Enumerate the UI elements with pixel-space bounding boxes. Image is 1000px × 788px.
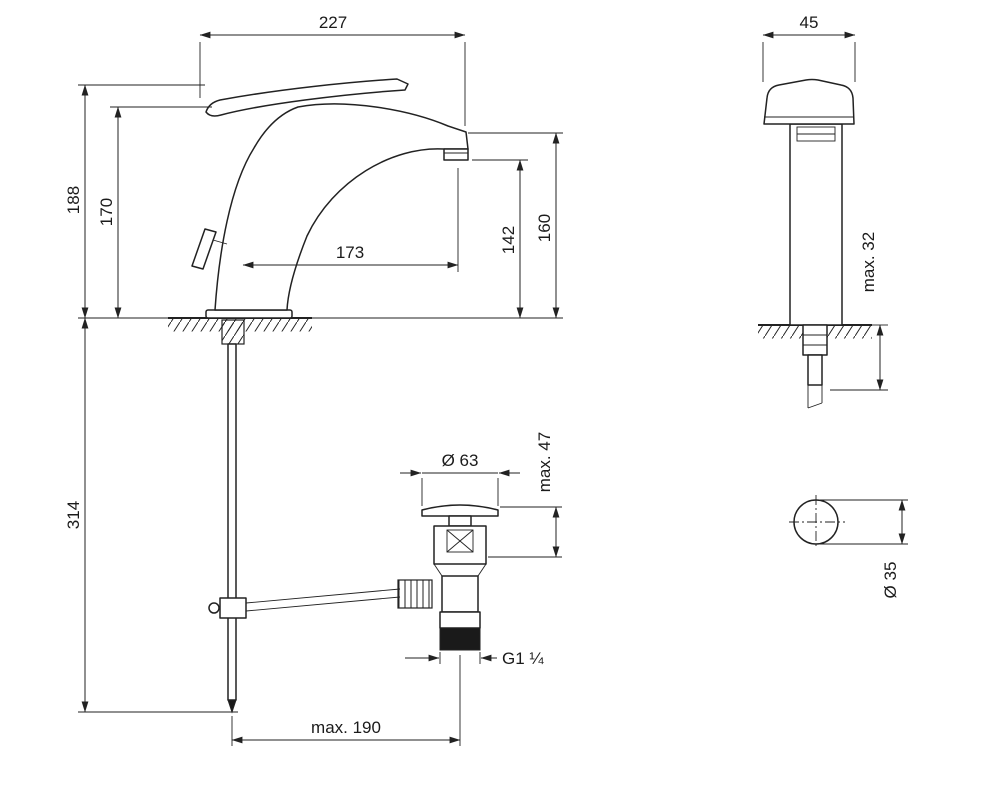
rod-clamp (219, 597, 247, 619)
dim-label-deck-thickness-max: max. 32 (859, 232, 878, 292)
popup-waste-assembly (397, 504, 499, 746)
dim-label-overall-width: 227 (319, 13, 347, 32)
dim-rod-reach-max: max. 190 (231, 716, 461, 746)
clamp-screw (208, 602, 220, 614)
dim-label-overall-height: 188 (64, 186, 83, 214)
dim-overall-width: 227 (199, 13, 466, 126)
linkage-rod-bottom (245, 596, 401, 612)
dim-drain-cap-diameter: Ø 63 (400, 451, 520, 506)
dim-spout-height: 160 (468, 132, 563, 319)
dim-deck-thickness-max: max. 32 (830, 232, 888, 391)
side-shank (807, 354, 823, 386)
dim-label-drain-pipe-diameter: Ø 35 (881, 562, 900, 599)
waste-window (446, 529, 474, 553)
dim-outlet-height: 142 (472, 159, 528, 319)
dim-drain-height-max: max. 47 (488, 432, 562, 558)
popup-rod-knob (191, 228, 217, 270)
side-body (789, 123, 843, 326)
pull-rod-tip (227, 699, 237, 714)
pull-rod (227, 343, 237, 701)
dim-body-height: 170 (97, 106, 212, 319)
waste-cap (421, 504, 499, 517)
dim-drain-pipe-diameter: Ø 35 (820, 499, 908, 599)
waste-outlet (439, 611, 481, 629)
faucet-side-view: 45 max. 32 Ø 35 (758, 13, 908, 598)
dim-label-outlet-height: 142 (499, 226, 518, 254)
waste-thread-section (439, 627, 481, 651)
faucet-side-body (763, 78, 855, 326)
waste-mid-body (441, 575, 479, 613)
dim-label-body-height: 170 (97, 198, 116, 226)
dim-spout-reach: 173 (242, 168, 459, 272)
dim-label-drain-height-max: max. 47 (535, 432, 554, 492)
dim-label-spout-reach: 173 (336, 243, 364, 262)
under-counter-parts (208, 319, 401, 714)
dim-label-rod-length: 314 (64, 501, 83, 529)
aerator (443, 148, 469, 161)
waste-upper-body (433, 525, 487, 565)
side-under-counter (802, 324, 828, 409)
faucet-body (191, 78, 469, 319)
dim-label-drain-thread: G1 ¼ (502, 649, 544, 668)
dim-body-width: 45 (762, 13, 856, 82)
base-flange (205, 309, 293, 319)
dim-label-spout-height: 160 (535, 214, 554, 242)
dim-rod-length: 314 (64, 317, 238, 713)
linkage-rod-top (245, 588, 401, 604)
side-handle (763, 78, 855, 125)
side-shank-nut (802, 324, 828, 356)
faucet-front-view: 227 188 170 142 160 (64, 13, 563, 746)
lever-handle (205, 78, 409, 117)
dim-overall-height: 188 (64, 84, 205, 319)
waste-stem (448, 515, 472, 527)
counter-line-front (78, 317, 563, 332)
dim-label-rod-reach-max: max. 190 (311, 718, 381, 737)
dim-label-body-width: 45 (800, 13, 819, 32)
drain-pipe-end-view (789, 495, 845, 549)
dim-drain-thread: G1 ¼ (405, 649, 544, 668)
threaded-shank (221, 319, 245, 345)
waste-side-nut (397, 579, 433, 609)
dim-label-drain-cap-diameter: Ø 63 (442, 451, 479, 470)
body-and-spout (214, 103, 469, 311)
